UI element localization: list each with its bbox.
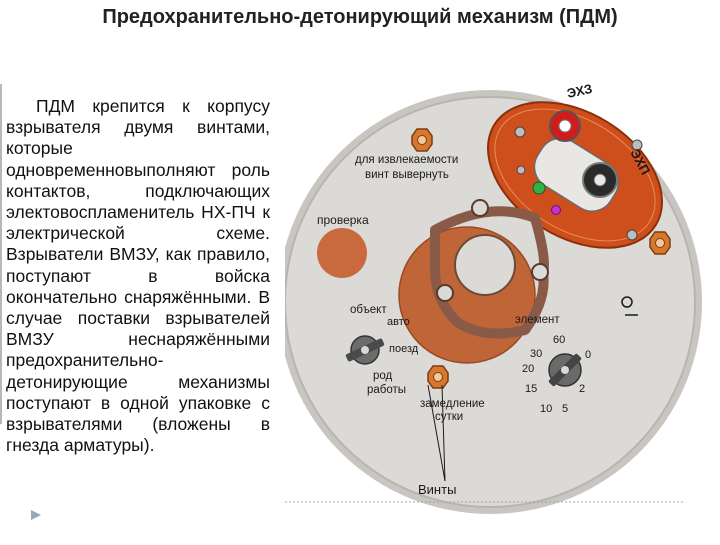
nav-arrow-icon[interactable] <box>28 507 44 523</box>
label-vinty: Винты <box>418 482 456 497</box>
label-zamedlenie: замедление <box>420 398 485 410</box>
label-avto: авто <box>387 316 410 328</box>
label-sutki: сутки <box>435 411 463 423</box>
dial-0: 0 <box>585 349 591 361</box>
dial-60: 60 <box>553 334 565 346</box>
leader-line-2 <box>441 384 446 482</box>
delay-dial[interactable] <box>548 353 582 387</box>
dial-30: 30 <box>530 348 542 360</box>
label-izvlek-1: для извлекаемости <box>355 154 458 166</box>
page-title: Предохранительно-детонирующий механизм (… <box>102 6 618 28</box>
module-screw-2 <box>626 229 638 241</box>
gasket-ring <box>430 206 549 339</box>
label-rod-2: работы <box>367 384 406 396</box>
gasket-hole-2 <box>531 263 549 281</box>
mode-knob[interactable] <box>345 335 385 365</box>
right-bolt <box>649 231 671 255</box>
green-indicator <box>532 181 546 195</box>
dial-15: 15 <box>525 383 537 395</box>
label-proverka: проверка <box>317 213 369 227</box>
label-obekt: объект <box>350 304 387 316</box>
body-text: ПДМ крепится к корпусу взрывателя двумя … <box>6 96 270 456</box>
check-window <box>317 228 367 278</box>
dial-10: 10 <box>540 403 552 415</box>
dial-20: 20 <box>522 363 534 375</box>
module-screw-1 <box>514 126 526 138</box>
pdm-diagram: ЭХЗ ЭХП для извлекаемости винт вывернуть… <box>278 40 720 540</box>
leader-line-1 <box>427 384 446 482</box>
label-rod-1: род <box>373 370 393 382</box>
pdm-drawing: ЭХЗ ЭХП для извлекаемости винт вывернуть… <box>278 81 702 514</box>
gasket-hole-1 <box>471 199 489 217</box>
exz-label: ЭХЗ <box>566 81 594 101</box>
gasket-hole-3 <box>436 284 454 302</box>
label-element: элемент <box>515 314 560 326</box>
top-bolt <box>411 128 433 152</box>
element-window <box>621 296 633 308</box>
lower-bolt <box>427 365 449 389</box>
module-screw-4 <box>516 165 526 175</box>
label-izvlek-2: винт вывернуть <box>365 169 449 181</box>
module-screw-3 <box>631 139 643 151</box>
dial-2: 2 <box>579 383 585 395</box>
slide-border-line <box>0 84 2 424</box>
label-poezd: поезд <box>389 343 419 355</box>
violet-indicator <box>551 205 561 215</box>
dial-5: 5 <box>562 403 568 415</box>
